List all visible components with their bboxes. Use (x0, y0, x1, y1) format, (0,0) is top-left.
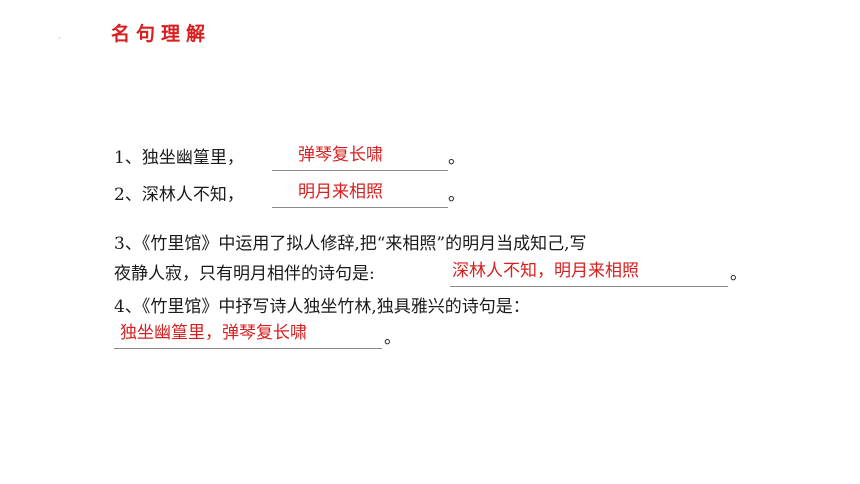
item-1-blank (272, 146, 448, 171)
item-1-prompt: 1、独坐幽篁里， (114, 148, 244, 168)
item-1-answer: 弹琴复长啸 (298, 145, 383, 165)
item-4-blank (114, 324, 382, 349)
item-3-period: 。 (730, 264, 747, 284)
item-3-prompt: 夜静人寂，只有明月相伴的诗句是: (114, 264, 375, 284)
item-2-prompt: 2、深林人不知， (114, 185, 244, 205)
corner-mark: · (58, 34, 61, 43)
item-2-answer: 明月来相照 (298, 182, 383, 202)
item-4-period: 。 (384, 328, 401, 348)
item-3-blank (450, 262, 728, 287)
item-2-period: 。 (448, 185, 465, 205)
item-3-line1: 3、《竹里馆》中运用了拟人修辞,把“来相照”的明月当成知己,写 (114, 234, 587, 254)
item-4-answer: 独坐幽篁里，弹琴复长啸 (120, 323, 307, 343)
item-3-answer: 深林人不知，明月来相照 (452, 261, 639, 281)
item-4-line1: 4、《竹里馆》中抒写诗人独坐竹林,独具雅兴的诗句是： (114, 297, 530, 317)
item-2-blank (272, 183, 448, 208)
page-title: 名句理解 (111, 23, 212, 45)
item-1-period: 。 (448, 148, 465, 168)
